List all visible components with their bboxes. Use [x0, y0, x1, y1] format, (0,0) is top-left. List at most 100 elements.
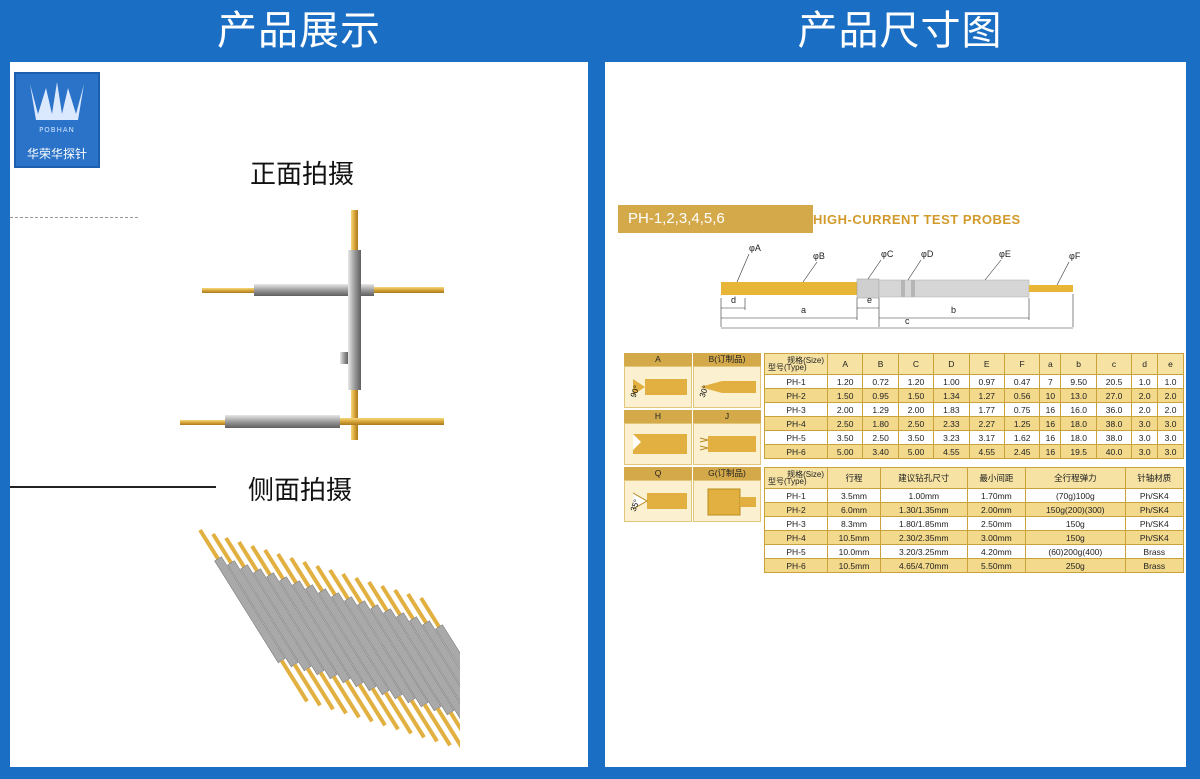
table-cell: 16 — [1039, 430, 1062, 445]
column-header: c — [1095, 353, 1133, 375]
table-cell: 0.75 — [1003, 402, 1041, 417]
table-cell: 3.0 — [1157, 416, 1184, 431]
table-cell: 0.72 — [862, 374, 899, 389]
table-corner-cell: 规格(Size)型号(Type) — [764, 353, 828, 375]
front-view-caption: 正面拍摄 — [250, 160, 355, 190]
side-view-caption: 侧面拍摄 — [248, 476, 353, 506]
table-cell: 2.00mm — [966, 502, 1027, 517]
table-cell: 3.23 — [933, 430, 970, 445]
table-cell: 18.0 — [1060, 416, 1097, 431]
table-cell: Ph/SK4 — [1124, 530, 1185, 545]
column-header: A — [826, 353, 864, 375]
table-cell: 40.0 — [1095, 444, 1133, 459]
table-cell: Brass — [1124, 544, 1185, 559]
row-type-cell: PH-5 — [764, 544, 828, 559]
dimension-label: c — [905, 316, 910, 326]
row-type-cell: PH-3 — [764, 516, 828, 531]
table-cell: 1.27 — [968, 388, 1005, 403]
table-cell: Ph/SK4 — [1124, 516, 1185, 531]
table-cell: 16 — [1039, 444, 1062, 459]
corner-size-label: 规格(Size) — [787, 356, 824, 365]
table-cell: 3.0 — [1157, 430, 1184, 445]
corner-type-label: 型号(Type) — [768, 363, 807, 372]
column-header: 全行程弹力 — [1025, 467, 1126, 489]
table-cell: 1.62 — [1003, 430, 1041, 445]
table-cell: (70g)100g — [1025, 488, 1126, 503]
table-cell: 1.30/1.35mm — [879, 502, 968, 517]
dimension-label: d — [731, 295, 737, 305]
table-cell: 2.0 — [1131, 402, 1159, 417]
table-cell: 2.45 — [1003, 444, 1041, 459]
table-cell: Ph/SK4 — [1124, 502, 1185, 517]
table-cell: 1.50 — [897, 388, 935, 403]
dimension-label: φB — [813, 251, 825, 261]
column-header: 针轴材质 — [1124, 467, 1185, 489]
table-cell: 1.50 — [826, 388, 864, 403]
column-header: e — [1157, 353, 1184, 375]
tip-shape-code: A — [624, 353, 692, 366]
tip-shape-2: B(订制品)30° — [693, 353, 761, 408]
row-type-cell: PH-6 — [764, 444, 828, 459]
tip-shape-3: H — [624, 410, 692, 465]
tip-shape-code: J — [693, 410, 761, 423]
tip-shape-code: G(订制品) — [693, 467, 761, 480]
dimension-body: PH-1,2,3,4,5,6 HIGH-CURRENT TEST PROBES — [605, 62, 1186, 767]
tip-shape-6: G(订制品) — [693, 467, 761, 522]
table-cell: 2.00 — [897, 402, 935, 417]
table-cell: 0.47 — [1003, 374, 1041, 389]
table-cell: 3.50 — [826, 430, 864, 445]
column-header: D — [933, 353, 970, 375]
brand-logo: POBHAN 华荣华探针 — [14, 72, 100, 168]
table-cell: 1.34 — [933, 388, 970, 403]
table-cell: 5.50mm — [966, 558, 1027, 573]
table-cell: 5.00 — [826, 444, 864, 459]
tip-shape-image — [693, 423, 761, 465]
table-cell: 3.20/3.25mm — [879, 544, 968, 559]
product-dimension-panel: 产品尺寸图 PH-1,2,3,4,5,6 HIGH-CURRENT TEST P… — [600, 0, 1200, 779]
table-cell: 2.50 — [897, 416, 935, 431]
table-cell: 3.0 — [1131, 416, 1159, 431]
table-cell: 3.50 — [897, 430, 935, 445]
table-cell: 1.00 — [933, 374, 970, 389]
row-type-cell: PH-1 — [764, 488, 828, 503]
panel-title: 产品展示 — [217, 8, 381, 54]
table-cell: Ph/SK4 — [1124, 488, 1185, 503]
column-header: 最小间距 — [966, 467, 1027, 489]
table-cell: 3.0 — [1157, 444, 1184, 459]
front-view-photo — [180, 210, 444, 440]
table-cell: 0.97 — [968, 374, 1005, 389]
column-header: a — [1039, 353, 1062, 375]
table-cell: 38.0 — [1095, 430, 1133, 445]
table-cell: 0.95 — [862, 388, 899, 403]
table-cell: 13.0 — [1060, 388, 1097, 403]
table-cell: 1.0 — [1131, 374, 1159, 389]
table-corner-cell: 规格(Size)型号(Type) — [764, 467, 828, 489]
column-header: 行程 — [827, 467, 881, 489]
table-cell: 3.0 — [1131, 430, 1159, 445]
table-cell: 10.5mm — [827, 558, 881, 573]
table-cell: 2.33 — [933, 416, 970, 431]
series-label: PH-1,2,3,4,5,6 — [618, 205, 813, 233]
product-showcase-panel: 产品展示 POBHAN 华荣华探针 正面拍摄 — [0, 0, 598, 779]
table-cell: 36.0 — [1095, 402, 1133, 417]
table-cell: 10.5mm — [827, 530, 881, 545]
dimension-label: φE — [999, 249, 1011, 259]
row-type-cell: PH-2 — [764, 388, 828, 403]
column-header: F — [1003, 353, 1041, 375]
row-type-cell: PH-6 — [764, 558, 828, 573]
table-cell: 4.65/4.70mm — [879, 558, 968, 573]
column-header: 建议钻孔尺寸 — [879, 467, 968, 489]
tip-shape-code: B(订制品) — [693, 353, 761, 366]
table-cell: 2.0 — [1157, 388, 1184, 403]
table-cell: 1.0 — [1157, 374, 1184, 389]
table-cell: 20.5 — [1095, 374, 1133, 389]
